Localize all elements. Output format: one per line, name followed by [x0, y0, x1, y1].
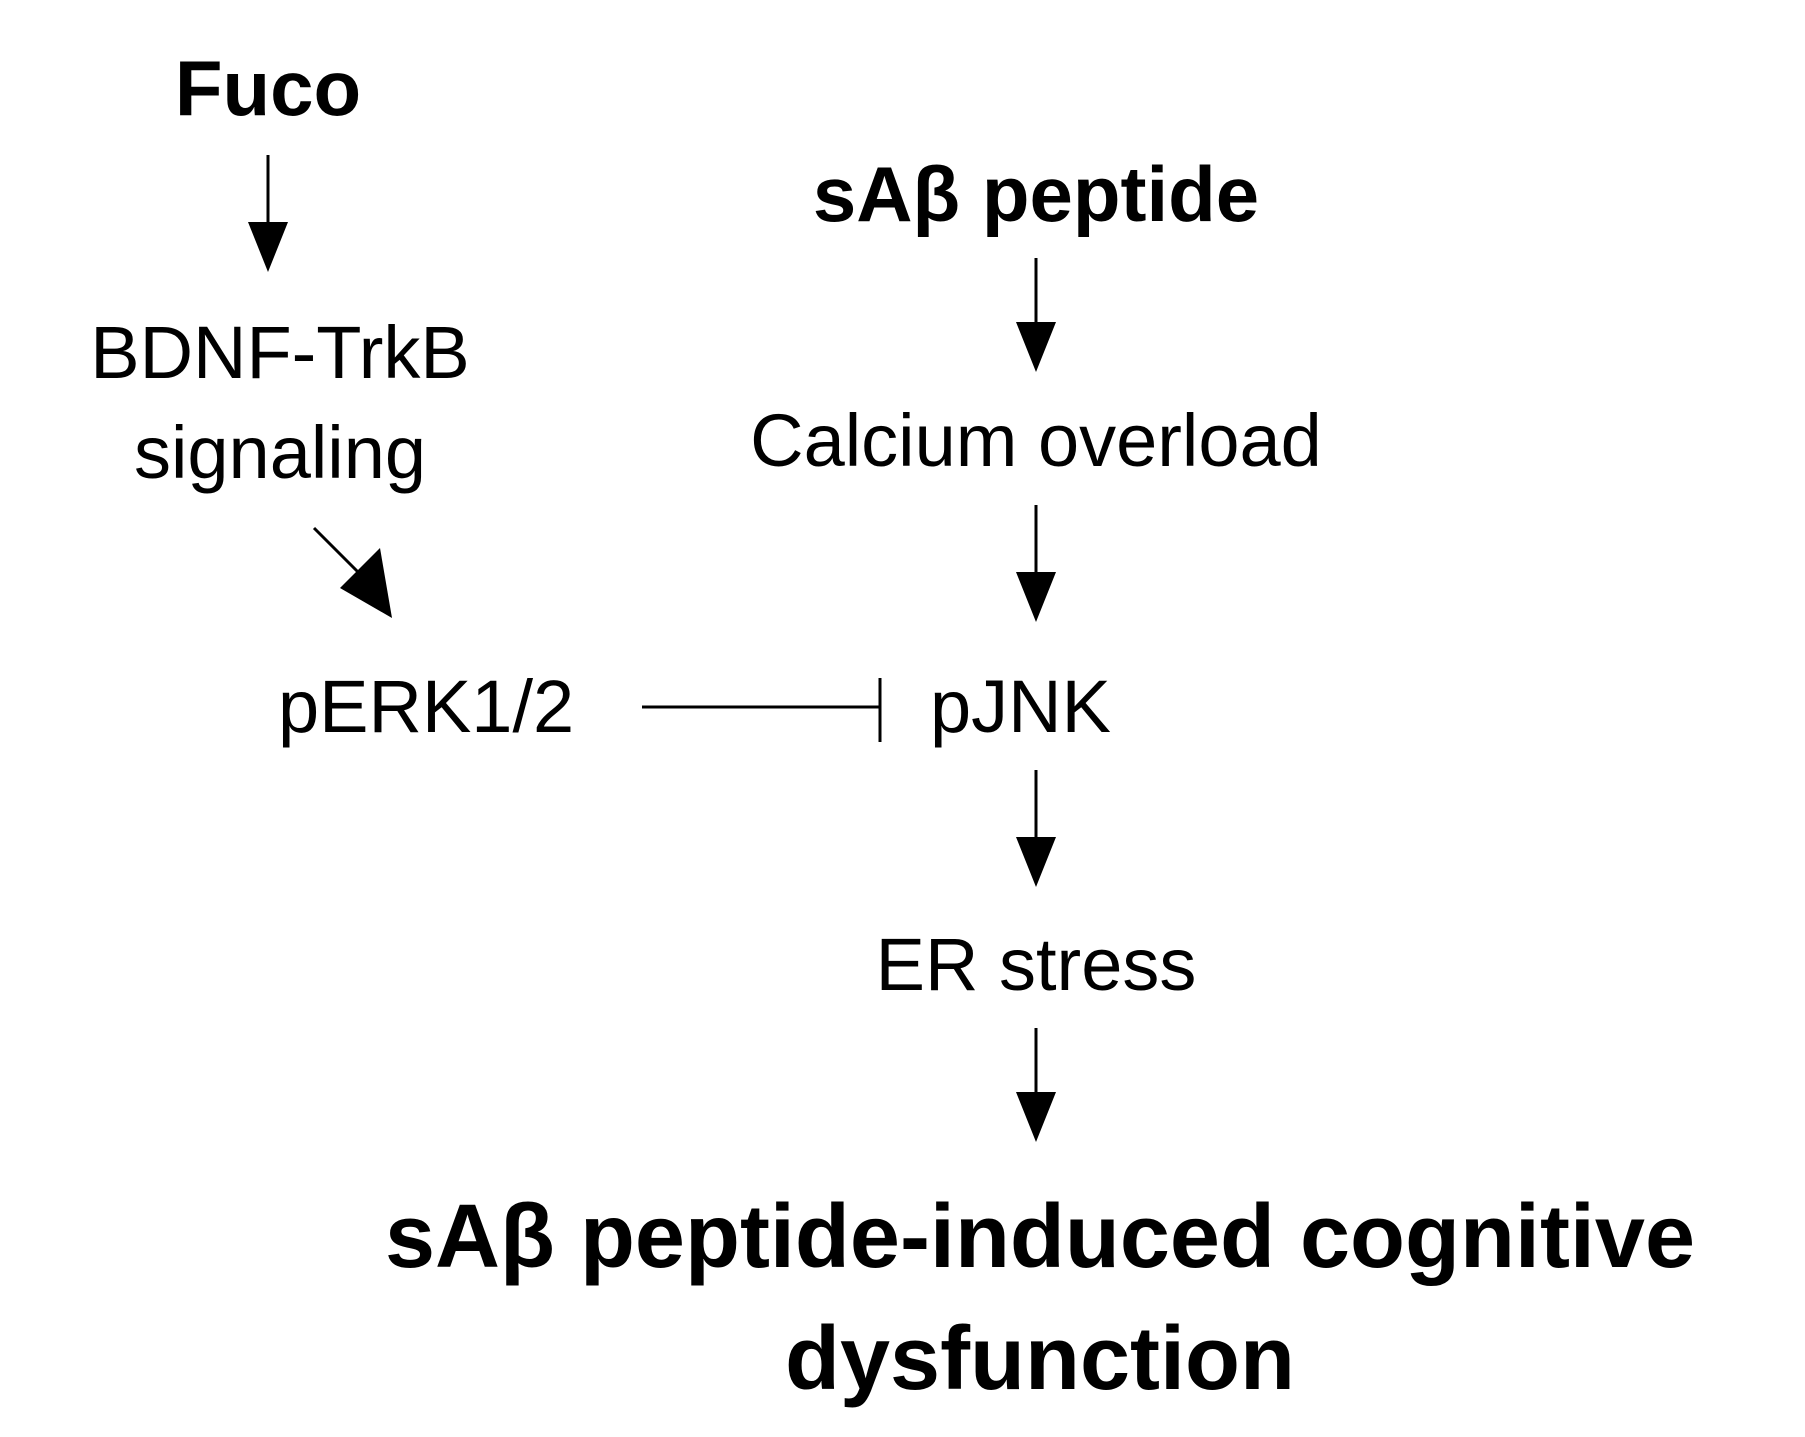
node-calcium-overload: Calcium overload	[750, 399, 1322, 482]
arrow-bdnf-to-perk	[312, 526, 392, 618]
node-pjnk: pJNK	[930, 665, 1111, 748]
arrow-er-stress-to-outcome	[1016, 1028, 1056, 1142]
arrow-pjnk-to-er-stress	[1016, 770, 1056, 887]
arrow-calcium-to-pjnk	[1016, 505, 1056, 622]
node-fuco: Fuco	[174, 44, 362, 132]
inhibition-perk-to-pjnk	[642, 678, 882, 742]
node-perk: pERK1/2	[278, 665, 575, 748]
node-bdnf-trkb-line2: signaling	[133, 411, 427, 494]
arrow-fuco-to-bdnf	[248, 155, 288, 272]
node-bdnf-trkb-line1: BDNF-TrkB	[90, 311, 470, 394]
node-er-stress: ER stress	[875, 923, 1197, 1006]
arrow-sabeta-to-calcium	[1016, 258, 1056, 372]
node-outcome-line1: sAβ peptide-induced cognitive	[384, 1187, 1696, 1287]
node-sabeta-peptide: sAβ peptide	[812, 150, 1260, 238]
node-outcome-line2: dysfunction	[785, 1309, 1295, 1409]
